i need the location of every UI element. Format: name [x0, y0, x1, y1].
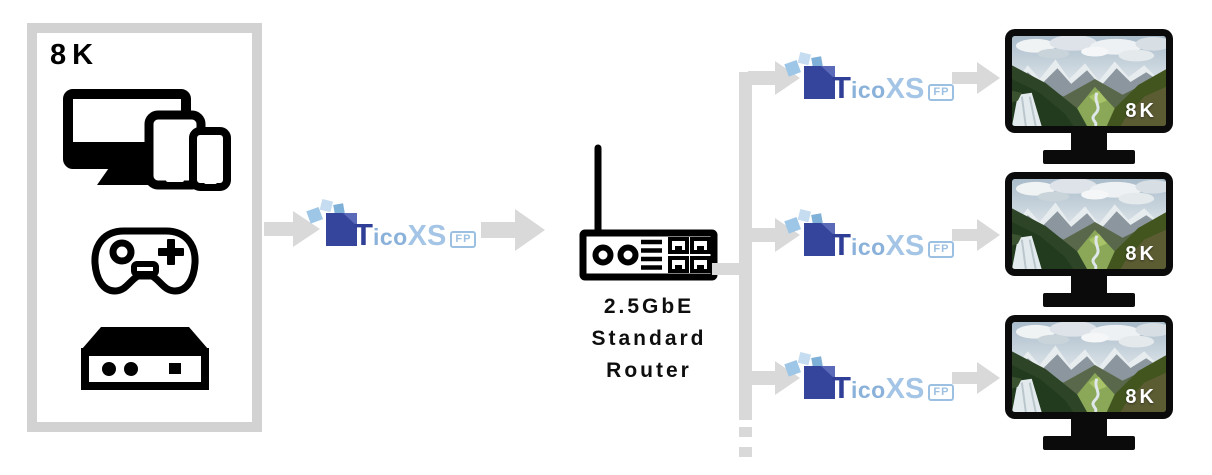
- router-label: 2.5GbE Standard Router: [558, 291, 740, 387]
- logo-fp-badge: FP: [928, 84, 955, 101]
- ticoxs-logo-squares-icon: [784, 208, 835, 256]
- logo-t: T: [832, 227, 851, 262]
- screen-8k-label: 8K: [1125, 243, 1157, 265]
- logo-fp-badge: FP: [450, 231, 477, 248]
- router-icon: [579, 144, 718, 281]
- logo-xs: XS: [885, 230, 925, 262]
- trunk-dash: [739, 447, 752, 457]
- logo-fp-badge: FP: [928, 241, 955, 258]
- logo-ico: ico: [372, 224, 408, 250]
- monitor-stand-neck: [1071, 276, 1107, 293]
- flow-arrow-icon: [481, 209, 545, 251]
- ticoxs-logo-squares-icon: [784, 351, 835, 399]
- router-label-line2: Standard: [591, 327, 707, 350]
- logo-xs: XS: [407, 220, 447, 252]
- trunk-dash: [739, 427, 752, 437]
- logo-t: T: [832, 70, 851, 105]
- router-label-line3: Router: [606, 359, 692, 382]
- monitor-display: 8K: [1005, 315, 1173, 450]
- logo-t: T: [354, 217, 373, 252]
- monitor-bezel: 8K: [1005, 29, 1173, 133]
- logo-t: T: [832, 370, 851, 405]
- monitor-screen: 8K: [1012, 179, 1166, 269]
- logo-ico: ico: [850, 377, 886, 403]
- source-devices-box: 8K: [27, 23, 262, 432]
- flow-arrow-icon: [952, 362, 1000, 394]
- trunk-connector: [739, 72, 752, 420]
- logo-ico: ico: [850, 77, 886, 103]
- logo-xs: XS: [885, 73, 925, 105]
- monitor-screen: 8K: [1012, 322, 1166, 412]
- logo-ico: ico: [850, 234, 886, 260]
- monitor-screen: 8K: [1012, 36, 1166, 126]
- monitor-stand-base: [1043, 293, 1135, 307]
- ethernet-ports-icon: [668, 237, 711, 273]
- gamepad-icon: [90, 227, 199, 295]
- settop-box-icon: [80, 327, 209, 390]
- ticoxs-logo-squares-icon: [784, 51, 835, 99]
- monitor-display: 8K: [1005, 29, 1173, 164]
- monitor-display: 8K: [1005, 172, 1173, 307]
- logo-xs: XS: [885, 373, 925, 405]
- source-8k-label: 8K: [50, 39, 100, 71]
- monitor-stand-neck: [1071, 419, 1107, 436]
- monitor-bezel: 8K: [1005, 315, 1173, 419]
- flow-arrow-icon: [952, 62, 1000, 94]
- logo-fp-badge: FP: [928, 384, 955, 401]
- monitor-stand-base: [1043, 436, 1135, 450]
- router-label-line1: 2.5GbE: [603, 295, 695, 318]
- monitor-bezel: 8K: [1005, 172, 1173, 276]
- monitor-stand-base: [1043, 150, 1135, 164]
- flow-arrow-icon: [952, 219, 1000, 251]
- flow-arrow-icon: [264, 211, 320, 247]
- monitor-stand-neck: [1071, 133, 1107, 150]
- ticoxs-logo-squares-icon: [306, 198, 357, 246]
- devices-icon: [62, 89, 231, 191]
- screen-8k-label: 8K: [1125, 386, 1157, 408]
- router-stub-connector: [712, 263, 740, 275]
- screen-8k-label: 8K: [1125, 100, 1157, 122]
